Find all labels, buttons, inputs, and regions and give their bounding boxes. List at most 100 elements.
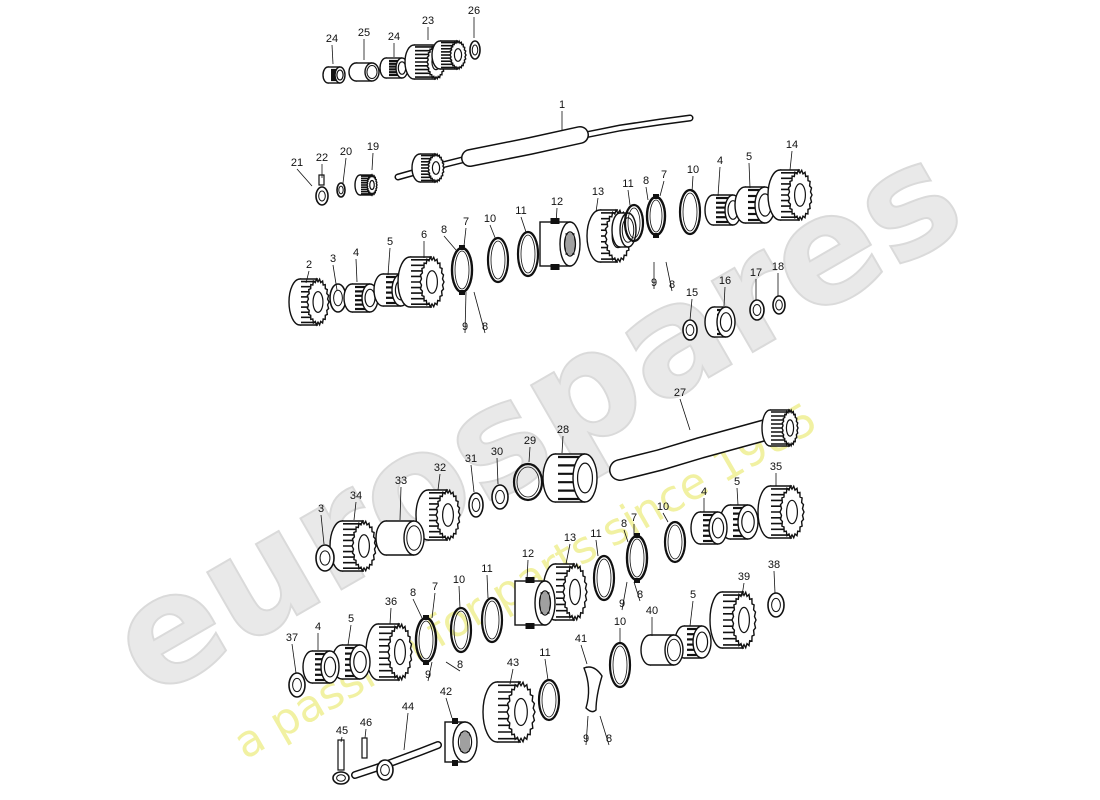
callout-8: 8	[621, 518, 629, 543]
gear-34	[329, 519, 377, 573]
gear-14	[767, 168, 813, 222]
callout-32: 32	[434, 462, 446, 491]
callout-43: 43	[507, 657, 519, 685]
callout-6: 6	[421, 229, 427, 258]
callout-number: 29	[524, 435, 536, 447]
synchro-ring-7	[645, 194, 667, 238]
callout-number: 6	[421, 229, 427, 241]
callout-number: 7	[463, 216, 469, 228]
callout-number: 11	[481, 563, 492, 575]
callout-18: 18	[772, 261, 784, 296]
callout-11: 11	[622, 178, 634, 206]
callout-number: 33	[395, 475, 407, 487]
callout-number: 45	[336, 725, 348, 737]
callout-number: 26	[468, 5, 480, 17]
callout-5: 5	[689, 589, 696, 627]
countershaft-27	[609, 415, 791, 481]
callout-number: 9	[425, 669, 431, 681]
callout-number: 12	[551, 196, 563, 208]
callout-8: 8	[473, 291, 488, 334]
callout-31: 31	[465, 453, 477, 493]
callout-9: 9	[583, 715, 589, 746]
washer-37	[288, 672, 306, 698]
callout-number: 39	[738, 571, 750, 583]
synchro-hub-42	[444, 718, 478, 766]
callout-number: 40	[646, 605, 658, 617]
snap-ring-10	[678, 188, 702, 236]
callout-14: 14	[786, 139, 798, 171]
needle-bearing-4	[690, 511, 728, 545]
gear-pair	[404, 43, 446, 81]
nut	[315, 186, 329, 206]
callout-15: 15	[686, 287, 698, 321]
callout-number: 15	[686, 287, 698, 299]
callout-number: 3	[318, 503, 324, 515]
callout-number: 11	[539, 647, 550, 659]
callout-11: 11	[590, 528, 602, 557]
callout-number: 1	[559, 99, 565, 111]
callout-number: 42	[440, 686, 452, 698]
snap-ring-11	[537, 678, 561, 722]
snap-ring-11	[592, 554, 616, 602]
callout-4: 4	[315, 621, 321, 650]
callout-number: 13	[592, 186, 604, 198]
snap-ring-29	[512, 462, 544, 502]
synchro-ring-7	[625, 533, 649, 583]
callout-number: 25	[358, 27, 370, 39]
callout-number: 14	[786, 139, 798, 151]
callout-7: 7	[659, 169, 667, 197]
main-shaft-spline	[461, 126, 589, 167]
callout-number: 21	[291, 157, 303, 169]
synchro-ring-7	[450, 245, 474, 295]
callout-40: 40	[646, 605, 658, 636]
snap-ring-10	[608, 641, 632, 689]
washer-15	[682, 319, 698, 341]
callout-number: 19	[367, 141, 379, 153]
synchro-gear-43	[482, 680, 536, 744]
callout-number: 24	[388, 31, 400, 43]
callout-11: 11	[539, 647, 551, 681]
bolt-44	[351, 741, 442, 779]
callout-number: 43	[507, 657, 519, 669]
needle-bearing-5	[331, 644, 371, 680]
callout-38: 38	[768, 559, 780, 594]
callout-number: 4	[717, 155, 723, 167]
needle-bearing	[379, 57, 409, 79]
callout-number: 7	[432, 581, 438, 593]
watermark-brand: eurospares	[81, 106, 989, 731]
callout-8: 8	[643, 175, 649, 201]
callout-7: 7	[631, 512, 637, 536]
washer-30	[491, 484, 509, 510]
callout-number: 20	[340, 146, 352, 158]
callout-number: 7	[631, 512, 637, 524]
callout-number: 12	[522, 548, 534, 560]
callout-number: 8	[410, 587, 416, 599]
callout-number: 8	[441, 224, 447, 236]
gear-pair	[431, 39, 467, 71]
callout-number: 38	[768, 559, 780, 571]
small-gear	[354, 173, 378, 197]
callout-44: 44	[402, 701, 414, 751]
callout-3: 3	[318, 503, 325, 545]
callout-number: 22	[316, 152, 328, 164]
bolt-head-44	[376, 759, 394, 781]
parts-layer	[288, 39, 813, 785]
callout-number: 5	[746, 151, 752, 163]
callout-number: 11	[590, 528, 601, 540]
callout-layer: 2425242326119202221131187104514982345687…	[286, 5, 798, 751]
callout-35: 35	[770, 461, 782, 486]
washer-38	[767, 592, 785, 618]
callout-4: 4	[701, 486, 707, 512]
callout-10: 10	[614, 616, 626, 644]
callout-number: 5	[348, 613, 354, 625]
callout-8: 8	[665, 261, 675, 292]
callout-13: 13	[564, 532, 576, 565]
callout-5: 5	[746, 151, 752, 189]
callout-24: 24	[388, 31, 400, 57]
snap-ring-11	[480, 596, 504, 644]
callout-number: 7	[661, 169, 667, 181]
washer-3	[315, 544, 335, 572]
callout-9: 9	[462, 291, 468, 334]
callout-13: 13	[592, 186, 604, 213]
